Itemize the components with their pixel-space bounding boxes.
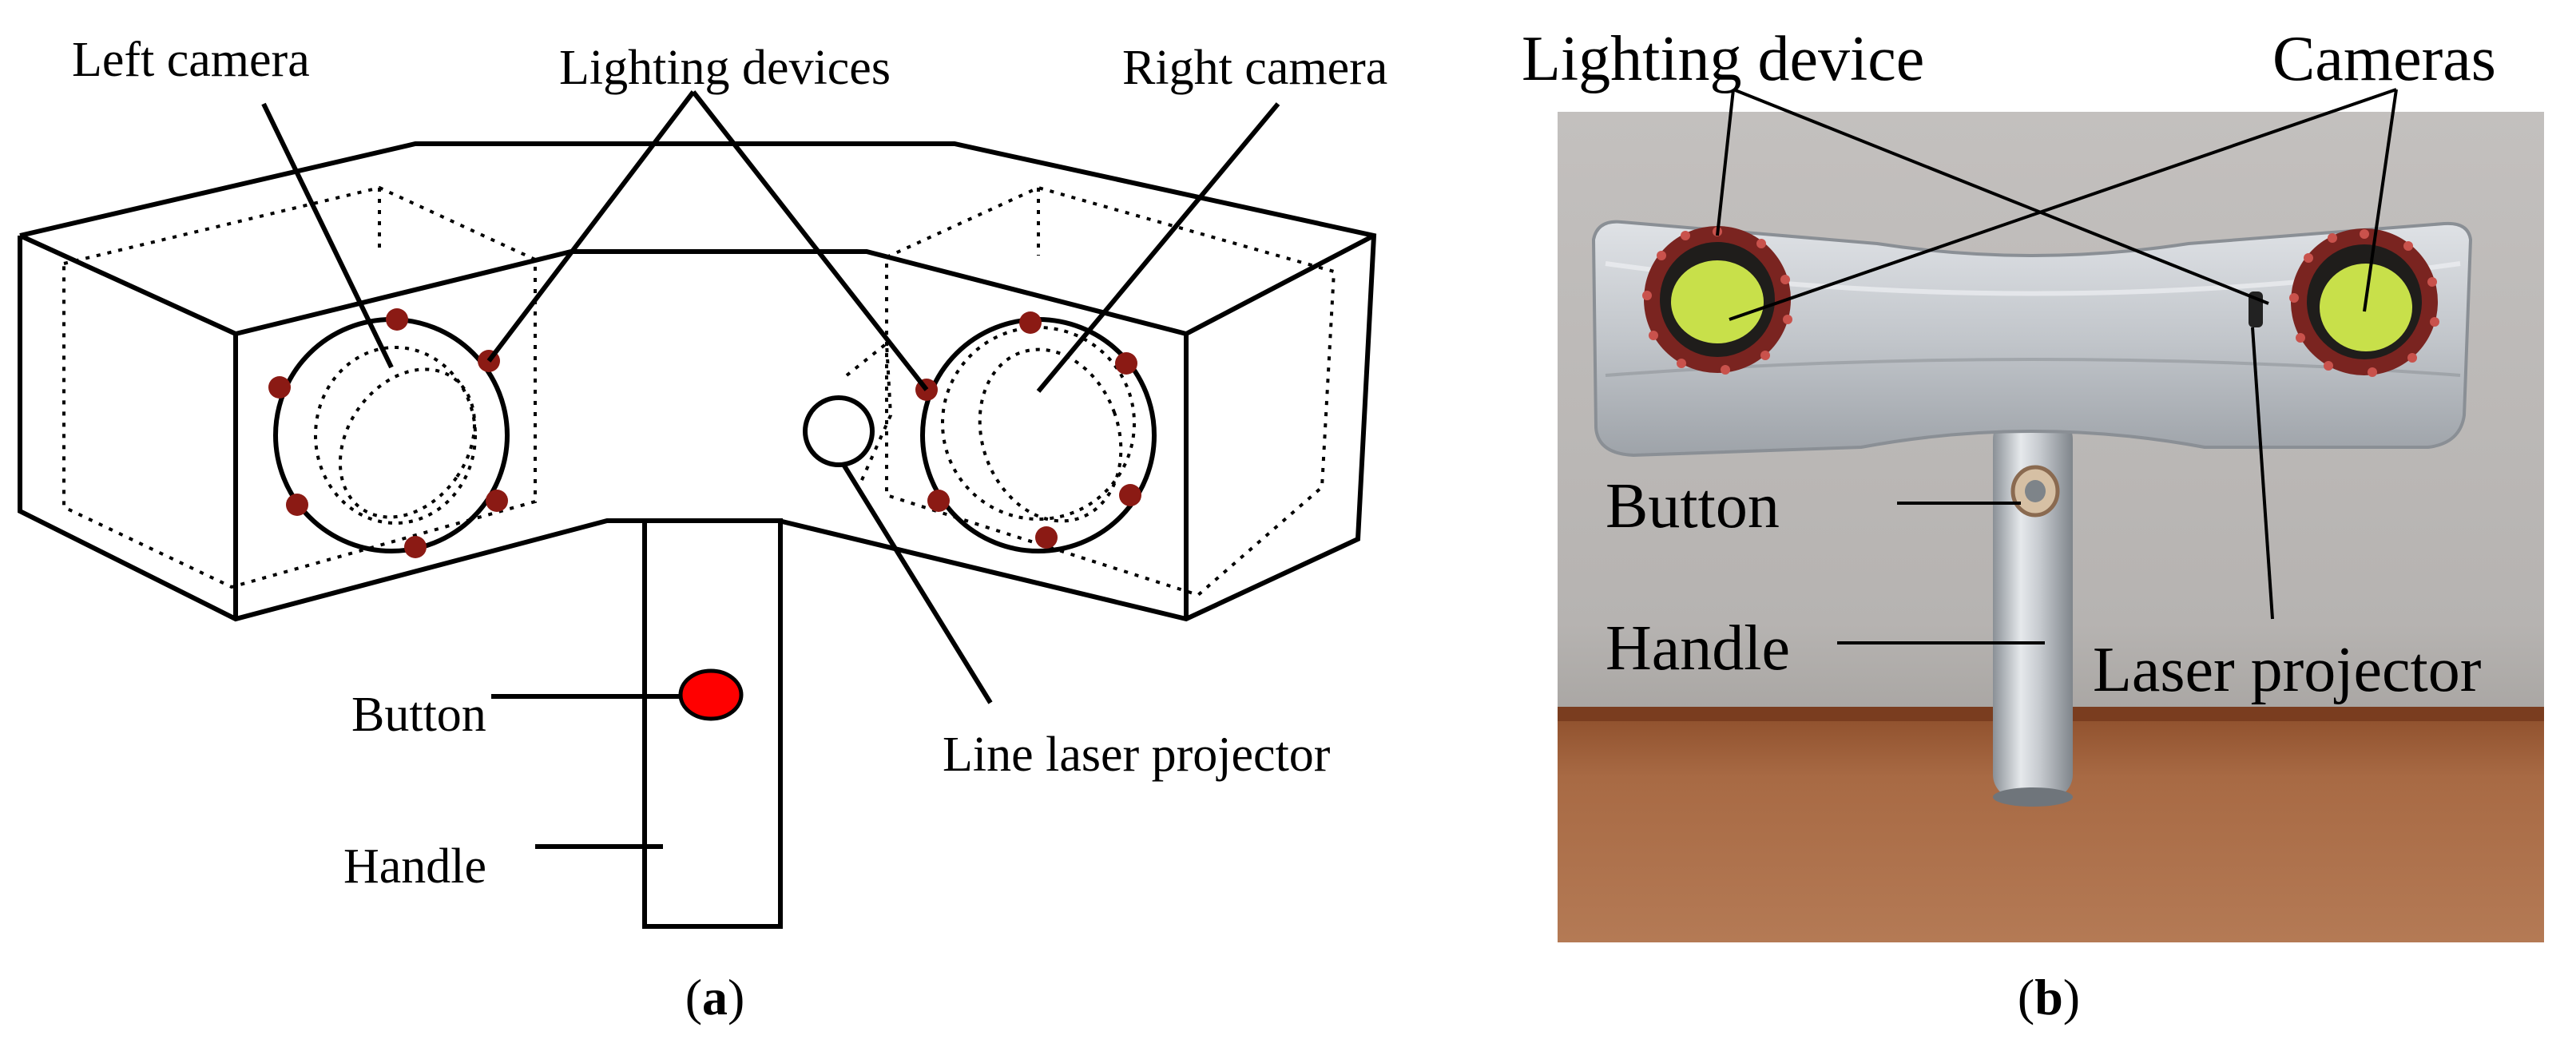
right-lighting-leds: [915, 311, 1141, 549]
left-camera-lens-inner: [314, 346, 477, 525]
caption-a: (a): [685, 969, 745, 1025]
right-camera-label: Right camera: [1122, 41, 1387, 95]
photo-left-lens: [1671, 260, 1764, 343]
lighting-device-label: Lighting device: [1522, 24, 1924, 94]
lighting-devices-label: Lighting devices: [559, 41, 891, 95]
handle-label-a: Handle: [343, 839, 486, 894]
handle-label-b: Handle: [1606, 613, 1790, 684]
line-laser-projector-label: Line laser projector: [943, 728, 1331, 782]
hidden-edges: [62, 185, 1336, 597]
panel-a-diagram: Left camera Lighting devices Right camer…: [18, 33, 1387, 1025]
panel-b-photo: Lighting device Cameras Button Handle La…: [1522, 24, 2544, 1025]
panel-a-leader-lines: [261, 90, 1280, 849]
laser-projector-shape: [803, 395, 875, 467]
device-front-face: [235, 249, 1187, 336]
button-label-b: Button: [1606, 471, 1780, 541]
left-camera-label: Left camera: [72, 33, 310, 87]
left-camera-lens-tilted: [338, 367, 477, 519]
button-shape: [678, 668, 744, 721]
cameras-label: Cameras: [2272, 24, 2496, 94]
panel-b-leader-lines: [1716, 88, 2398, 644]
caption-b: (b): [2018, 969, 2080, 1025]
photo-handle: [1993, 415, 2073, 799]
right-camera-lens-tilted: [978, 347, 1123, 523]
handle-body: [642, 518, 783, 929]
left-lighting-leds: [268, 308, 508, 558]
device-body-outline: [18, 141, 1377, 622]
right-camera-lens-inner: [941, 326, 1136, 521]
laser-projector-label: Laser projector: [2093, 635, 2481, 705]
button-label-a: Button: [351, 688, 486, 742]
